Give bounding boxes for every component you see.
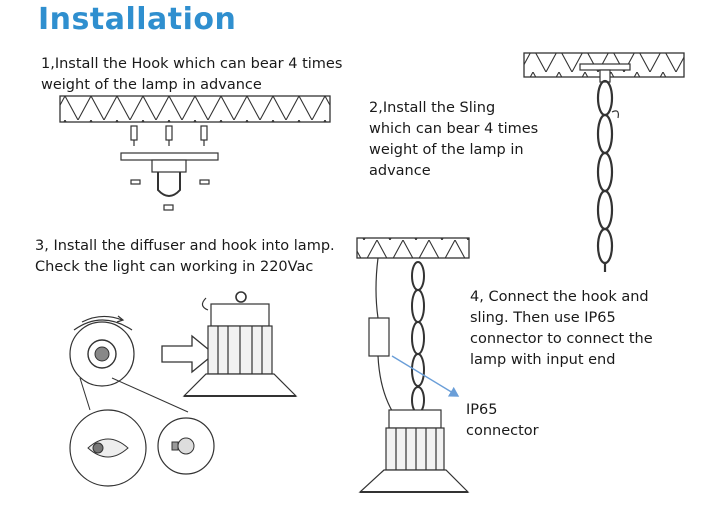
ip65-connector-label: IP65 connector (466, 400, 539, 442)
step-3-diffuser-illustration (69, 291, 298, 487)
ip65-label-line-1: IP65 (466, 402, 498, 418)
power-cable (368, 257, 399, 421)
step-2-text: 2,Install the Sling which can bear 4 tim… (369, 98, 538, 182)
step-3-text: 3, Install the diffuser and hook into la… (35, 236, 335, 278)
lamp-top-view-icon (69, 319, 135, 387)
step-1-hook-illustration (59, 95, 331, 211)
direction-arrow-icon (161, 334, 216, 374)
detail-circle-left-icon (69, 409, 147, 487)
step-2-line-1: 2,Install the Sling (369, 100, 496, 116)
ceiling-beam-4 (356, 237, 470, 259)
step-3-line-1: 3, Install the diffuser and hook into la… (35, 238, 335, 254)
detail-callout-lines (79, 377, 189, 413)
rotation-arrow-icon (81, 315, 125, 323)
page-title: Installation (38, 2, 237, 37)
step-3-line-2: Check the light can working in 220Vac (35, 259, 314, 275)
detail-circle-right-icon (157, 417, 215, 475)
step-2-line-2: which can bear 4 times (369, 121, 539, 137)
step-1-line-2: weight of the lamp in advance (41, 77, 262, 93)
step-4-assembly-illustration (356, 237, 470, 493)
step-2-line-4: advance (369, 163, 431, 179)
hook-plate-icon (120, 152, 219, 211)
ceiling-beam-1 (59, 95, 331, 123)
step-1-text: 1,Install the Hook which can bear 4 time… (41, 54, 342, 96)
chain-icon-2 (411, 261, 425, 414)
step-4-line-3: connector to connect the (470, 331, 653, 347)
step-4-line-2: sling. Then use IP65 (470, 310, 616, 326)
chain-icon (596, 79, 619, 272)
step-1-line-1: 1,Install the Hook which can bear 4 time… (41, 56, 343, 72)
hanging-lamp-icon (358, 409, 470, 493)
step-4-line-4: lamp with input end (470, 352, 616, 368)
step-2-sling-illustration (523, 52, 685, 272)
step-4-line-1: 4, Connect the hook and (470, 289, 649, 305)
ip65-connector-arrow (391, 355, 460, 397)
anchor-bolts (130, 125, 208, 146)
step-2-line-3: weight of the lamp in (369, 142, 524, 158)
step-4-text: 4, Connect the hook and sling. Then use … (470, 287, 653, 371)
high-bay-lamp-icon (182, 291, 298, 397)
ip65-label-line-2: connector (466, 423, 539, 439)
